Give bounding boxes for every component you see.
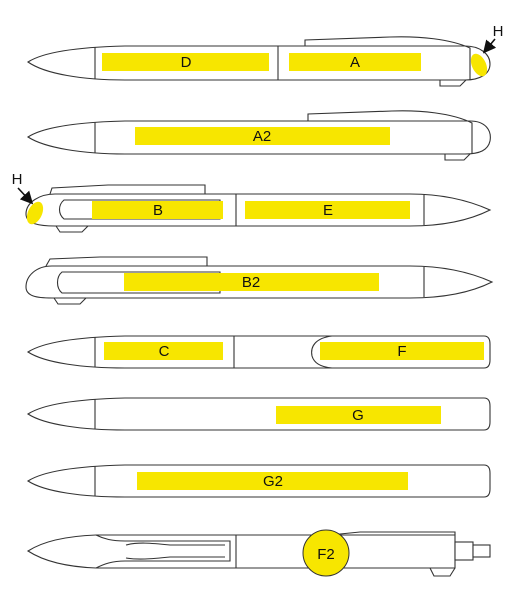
pen-5-zone-f [320, 342, 484, 360]
pen-2-zone-a2 [135, 127, 390, 145]
pen-1-zone-a [289, 53, 421, 71]
pen-3-zone-e-label: E [323, 202, 333, 219]
pen-1-callout-h: H [493, 23, 504, 40]
pen-7-zone-g2 [137, 472, 408, 490]
pen-6-zone-g-label: G [352, 407, 364, 424]
pen-8-plunger [454, 541, 474, 561]
pen-6: G [26, 397, 491, 431]
pen-1-clip [304, 36, 471, 87]
pen-8-button [472, 544, 491, 558]
pen-5-clip-loop [311, 335, 333, 369]
pen-5-zone-c-label: C [159, 343, 170, 360]
pen-1-zone-d [102, 53, 269, 71]
pen-8-grip [95, 534, 231, 569]
pen-7-zone-g2-label: G2 [263, 473, 283, 490]
pen-3-zone-b [92, 201, 223, 219]
pen-5-zone-c [104, 342, 223, 360]
pen-3-callout-arrow [17, 187, 34, 205]
pen-3-zone-e [245, 201, 410, 219]
pen-8-zone-f2-label: F2 [317, 546, 335, 563]
pen-1-zone-d-label: D [181, 54, 192, 71]
pen-5-zone-f-label: F [397, 343, 406, 360]
pen-4-clip-loop [56, 271, 221, 294]
pen-5: C F [26, 335, 491, 369]
pen-7: G2 [26, 464, 491, 498]
pen-2-zone-a2-label: A2 [253, 128, 271, 145]
pen-6-zone-g [276, 406, 441, 424]
pen-8-body [26, 534, 456, 569]
pen-2: A2 [26, 110, 491, 161]
pen-1-zone-a-label: A [350, 54, 360, 71]
pen-4: B2 [25, 256, 494, 305]
pen-4-clip [45, 256, 208, 305]
pen-3: H B E [12, 171, 492, 233]
pen-1-callout-arrow [482, 38, 497, 54]
pen-8: F2 [26, 529, 491, 577]
pen-8-zone-f2 [302, 529, 350, 577]
pen-1-zone-h [470, 53, 488, 77]
pen-4-zone-b2 [124, 273, 379, 291]
pen-3-clip [49, 184, 206, 233]
pen-3-callout-h: H [12, 171, 23, 188]
pen-2-clip [307, 110, 473, 161]
pen-8-grip-inner [125, 542, 225, 560]
pen-8-clip [329, 531, 456, 577]
pen-3-zone-h [26, 201, 44, 225]
pen-1: D A H [27, 23, 504, 87]
pen-4-zone-b2-label: B2 [242, 274, 260, 291]
pen-3-zone-b-label: B [153, 202, 163, 219]
